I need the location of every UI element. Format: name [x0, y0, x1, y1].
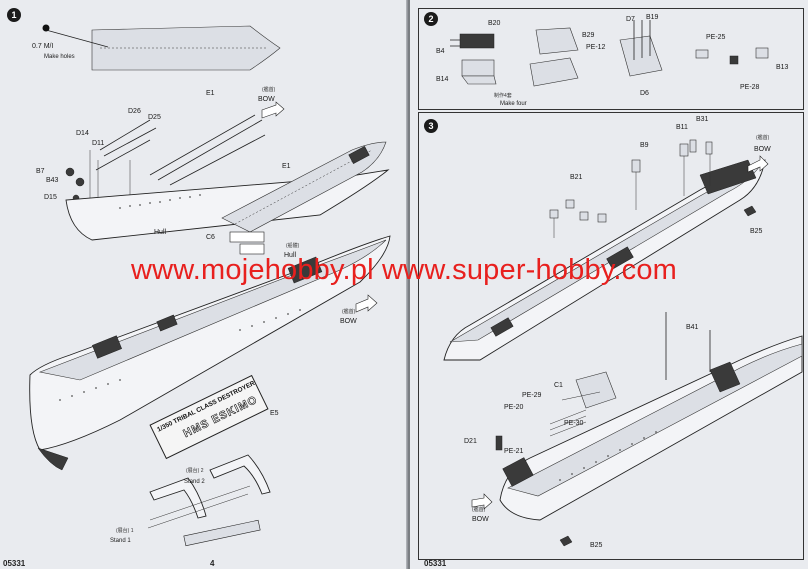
- label-c1: C1: [554, 382, 563, 389]
- label-bow-top-3: BOW: [754, 146, 771, 153]
- label-bow-mid-zh: (艦首): [342, 309, 356, 315]
- step-3-panel: [418, 112, 804, 560]
- label-pe29: PE-29: [522, 392, 542, 399]
- right-instruction-page: 2 3: [410, 0, 808, 569]
- website-watermark: www.mojehobby.pl www.super-hobby.com: [130, 254, 678, 286]
- label-b4: B4: [436, 48, 445, 55]
- right-footer-code: 05331: [424, 559, 447, 568]
- stand-2-part: [209, 454, 271, 495]
- label-d15: D15: [44, 194, 57, 201]
- label-pe21: PE-21: [504, 448, 524, 455]
- step-1-badge: 1: [7, 8, 21, 22]
- label-b7: B7: [36, 168, 45, 175]
- label-pe12: PE-12: [586, 44, 606, 51]
- label-b25-top: B25: [750, 228, 763, 235]
- label-c6: C6: [206, 234, 215, 241]
- hole-note: Make holes: [44, 54, 75, 60]
- label-pe20: PE-20: [504, 404, 524, 411]
- label-e1-mid: E1: [282, 163, 291, 170]
- label-d25: D25: [148, 114, 161, 121]
- label-hull-mid: Hull: [284, 252, 297, 259]
- label-d7: D7: [626, 16, 635, 23]
- label-bow-bottom: BOW: [472, 516, 489, 523]
- label-b21: B21: [570, 174, 583, 181]
- main-hull-assembly: [29, 235, 391, 451]
- label-make-four: Make four: [500, 101, 527, 107]
- label-b41: B41: [686, 324, 699, 331]
- label-e5: E5: [270, 410, 279, 417]
- label-b31: B31: [696, 116, 709, 123]
- step-3-badge: 3: [424, 119, 438, 133]
- label-d21: D21: [464, 438, 477, 445]
- label-stand2: Stand 2: [184, 479, 205, 485]
- label-b20: B20: [488, 20, 501, 27]
- steps-2-3-drawing: [443, 20, 803, 547]
- bow-arrow-top: [261, 101, 285, 119]
- stand-1-part: [149, 477, 207, 519]
- label-d26: D26: [128, 108, 141, 115]
- label-stand2-zh: (展台) 2: [186, 468, 204, 474]
- label-pe30: PE-30: [564, 420, 584, 427]
- left-page-number: 4: [210, 559, 215, 568]
- label-bow-top: BOW: [258, 96, 275, 103]
- label-pe28: PE-28: [740, 84, 760, 91]
- left-instruction-page: 1: [0, 0, 408, 569]
- label-d14: D14: [76, 130, 89, 137]
- label-bow-mid: BOW: [340, 318, 357, 325]
- label-d6: D6: [640, 90, 649, 97]
- label-hull: Hull: [154, 229, 167, 236]
- label-b29: B29: [582, 32, 595, 39]
- label-hull-mid-zh: (船體): [286, 243, 300, 249]
- label-make-four-zh: 制作4套: [494, 93, 512, 99]
- label-b9: B9: [640, 142, 649, 149]
- label-b14: B14: [436, 76, 449, 83]
- label-bow-top-zh: (艦首): [262, 87, 276, 93]
- bow-arrow-mid: [355, 294, 378, 313]
- label-b13: B13: [776, 64, 789, 71]
- label-b25-bottom: B25: [590, 542, 603, 549]
- label-e1-top: E1: [206, 90, 215, 97]
- step-1-drawing: [29, 24, 391, 547]
- label-stand1: Stand 1: [110, 538, 131, 544]
- page-gutter: [406, 0, 412, 569]
- label-d11: D11: [92, 140, 105, 147]
- hole-size: 0.7: [32, 43, 42, 50]
- label-b19: B19: [646, 14, 659, 21]
- label-stand1-zh: (展台) 1: [116, 528, 134, 534]
- label-b43: B43: [46, 177, 59, 184]
- step-2-panel: [418, 8, 804, 110]
- step-2-badge: 2: [424, 12, 438, 26]
- left-footer-code: 05331: [3, 559, 26, 568]
- label-bow-bottom-zh: (艦首): [472, 507, 486, 513]
- label-pe25: PE-25: [706, 34, 726, 41]
- hole-unit: M/I: [43, 43, 54, 50]
- label-bow-top-zh-3: (艦首): [756, 135, 770, 141]
- label-b11: B11: [676, 124, 688, 131]
